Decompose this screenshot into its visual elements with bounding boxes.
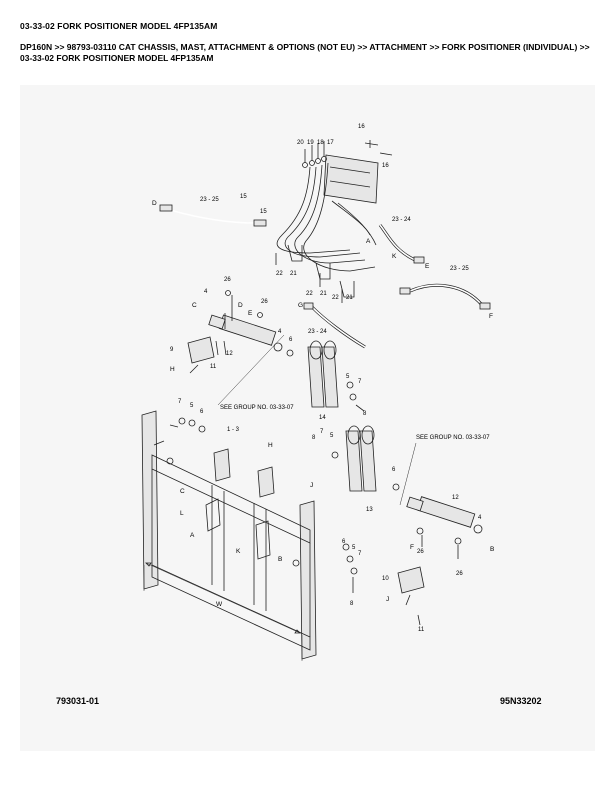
callout-6-c: 6	[392, 467, 396, 473]
callout-4-c: 4	[478, 515, 482, 521]
letter-a-1: A	[366, 238, 371, 245]
callout-6-b: 6	[200, 409, 204, 415]
callout-18: 18	[317, 140, 324, 146]
letter-b-2: B	[490, 546, 494, 553]
callout-21-a: 21	[290, 271, 297, 277]
hose-23-25-left	[159, 204, 267, 227]
washer-stack-left	[169, 417, 206, 433]
left-cylinder-bracket	[187, 336, 227, 374]
callout-5-c: 5	[330, 433, 334, 439]
callout-15-a: 15	[240, 194, 247, 200]
callout-16-a: 16	[358, 124, 365, 130]
callout-19: 19	[307, 140, 314, 146]
fork-arm-lower	[331, 425, 377, 492]
parts-diagram-panel: W SEE GROUP NO. 03-33-07 SEE GROUP N	[20, 85, 595, 751]
callout-4-b: 4	[278, 329, 282, 335]
hose-23-24-middle	[303, 302, 366, 349]
callout-16-b: 16	[382, 163, 389, 169]
dimension-w: W	[143, 562, 303, 661]
letter-b-1: B	[278, 556, 282, 563]
callout-26-a: 26	[224, 277, 231, 283]
callout-5-b: 5	[190, 403, 194, 409]
breadcrumb: DP160N >> 98793-03110 CAT CHASSIS, MAST,…	[20, 42, 590, 63]
callout-20: 20	[297, 140, 304, 146]
dimension-w-label: W	[216, 601, 223, 608]
callout-6-d: 6	[342, 539, 346, 545]
see-group-leader-1	[217, 334, 285, 406]
callout-1-3: 1 - 3	[227, 427, 240, 433]
letter-k-2: K	[236, 548, 241, 555]
callout-22-c: 22	[332, 295, 339, 301]
callout-11-b: 11	[418, 627, 425, 633]
hose-23-25-right	[399, 283, 491, 310]
letter-j-2: J	[386, 596, 389, 603]
letter-j-1: J	[310, 482, 313, 489]
letter-e-2: E	[248, 310, 253, 317]
callout-4-a: 4	[204, 289, 208, 295]
hose-23-24-right	[378, 224, 425, 264]
callout-15-b: 15	[260, 209, 267, 215]
callout-26-d: 26	[456, 571, 463, 577]
parts-diagram: W SEE GROUP NO. 03-33-07 SEE GROUP N	[141, 124, 494, 661]
callout-23-25-a: 23 - 25	[200, 197, 219, 203]
callout-26-b: 26	[261, 299, 268, 305]
callout-26-c: 26	[417, 549, 424, 555]
letter-c-1: C	[192, 302, 197, 309]
callout-22-b: 22	[306, 291, 313, 297]
callout-5-a: 5	[346, 374, 350, 380]
callout-23-25-b: 23 - 25	[450, 266, 469, 272]
callout-14: 14	[319, 415, 326, 421]
see-group-label-1: SEE GROUP NO. 03-33-07	[220, 405, 294, 411]
callout-13: 13	[366, 507, 373, 513]
callout-7-d: 7	[358, 551, 362, 557]
callout-6-a: 6	[289, 337, 293, 343]
callout-21-b: 21	[320, 291, 327, 297]
callout-23-24-a: 23 - 24	[392, 217, 411, 223]
drawing-number-left: 793031-01	[56, 696, 100, 706]
page-title: 03-33-02 FORK POSITIONER MODEL 4FP135AM	[20, 21, 218, 31]
letter-f-2: F	[410, 544, 414, 551]
right-cylinder-bracket	[397, 566, 425, 626]
letter-e-1: E	[425, 263, 430, 270]
letter-h-1: H	[170, 366, 175, 373]
left-cylinder	[208, 290, 294, 357]
letter-f-1: F	[489, 313, 493, 320]
washer-stack-right	[342, 543, 358, 593]
callout-11-a: 11	[210, 364, 217, 370]
letter-g-1: G	[298, 302, 303, 309]
letter-k-1: K	[392, 253, 397, 260]
callout-5-d: 5	[352, 545, 356, 551]
hose-clamps	[275, 244, 355, 303]
see-group-leader-2	[399, 442, 417, 506]
callout-7-a: 7	[358, 379, 362, 385]
letter-h-2: H	[268, 442, 273, 449]
callout-21-c: 21	[346, 295, 353, 301]
callout-7-b: 7	[178, 399, 182, 405]
callout-8-b: 8	[312, 435, 316, 441]
drawing-number-right: 95N33202	[500, 696, 542, 706]
right-cylinder	[392, 483, 483, 559]
callout-12-b: 12	[452, 495, 459, 501]
callout-23-24-b: 23 - 24	[308, 329, 327, 335]
letter-c-2: C	[180, 488, 185, 495]
hose-bundle	[276, 162, 377, 272]
letter-d-1: D	[152, 200, 157, 207]
callout-12-a: 12	[226, 351, 233, 357]
fork-arm-upper	[307, 340, 365, 412]
see-group-label-2: SEE GROUP NO. 03-33-07	[416, 435, 490, 441]
callout-8-a: 8	[363, 411, 367, 417]
callout-9: 9	[170, 347, 174, 353]
letter-d-2: D	[238, 302, 243, 309]
callout-17: 17	[327, 140, 334, 146]
callout-10: 10	[382, 576, 389, 582]
callout-22-a: 22	[276, 271, 283, 277]
callout-7-c: 7	[320, 429, 324, 435]
callout-8-c: 8	[350, 601, 354, 607]
carriage-frame	[141, 410, 317, 660]
letter-a-2: A	[190, 532, 195, 539]
letter-l-1: L	[180, 510, 184, 517]
hose-manifold-bracket	[302, 140, 393, 204]
